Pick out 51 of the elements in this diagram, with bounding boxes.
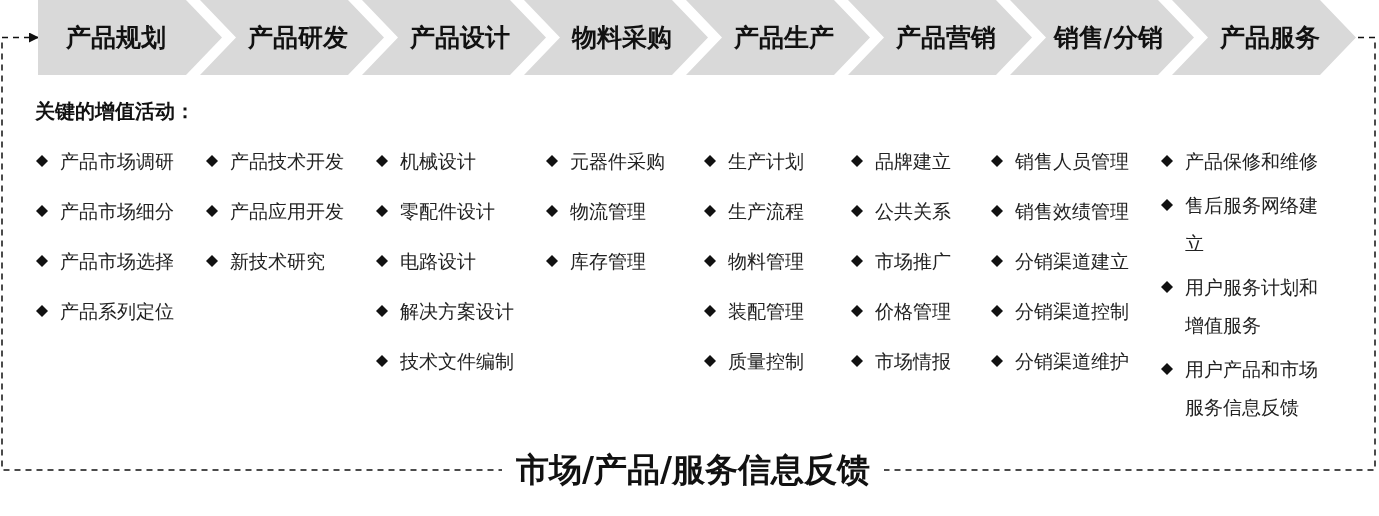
process-step bbox=[200, 0, 384, 75]
stage-title: 产品服务 bbox=[1220, 22, 1320, 54]
activity-item: 售后服务网络建立 bbox=[1160, 186, 1335, 262]
activity-item: 用户产品和市场服务信息反馈 bbox=[1160, 350, 1335, 426]
activity-item: 装配管理 bbox=[703, 292, 853, 330]
activity-item: 分销渠道维护 bbox=[990, 342, 1160, 380]
activity-item: 产品市场细分 bbox=[35, 192, 205, 230]
activity-item: 技术文件编制 bbox=[375, 342, 545, 380]
process-step bbox=[38, 0, 222, 75]
stage-title: 产品规划 bbox=[66, 22, 166, 54]
activity-item: 解决方案设计 bbox=[375, 292, 545, 330]
activity-item: 销售效绩管理 bbox=[990, 192, 1160, 230]
activity-item: 质量控制 bbox=[703, 342, 853, 380]
process-step bbox=[362, 0, 546, 75]
process-step bbox=[686, 0, 870, 75]
stage-title: 产品营销 bbox=[896, 22, 996, 54]
process-step bbox=[848, 0, 1032, 75]
process-step bbox=[524, 0, 708, 75]
activity-item: 生产计划 bbox=[703, 142, 853, 180]
activity-item: 物流管理 bbox=[545, 192, 705, 230]
section-heading: 关键的增值活动： bbox=[35, 98, 195, 125]
stage-title: 物料采购 bbox=[572, 22, 672, 54]
process-step bbox=[1172, 0, 1356, 75]
stage-title: 产品设计 bbox=[410, 22, 510, 54]
activity-item: 市场推广 bbox=[850, 242, 990, 280]
activity-item: 产品系列定位 bbox=[35, 292, 205, 330]
activity-item: 库存管理 bbox=[545, 242, 705, 280]
activity-item: 产品技术开发 bbox=[205, 142, 375, 180]
activity-item: 用户服务计划和增值服务 bbox=[1160, 268, 1335, 344]
activity-item: 分销渠道建立 bbox=[990, 242, 1160, 280]
activity-item: 分销渠道控制 bbox=[990, 292, 1160, 330]
stage-title: 产品研发 bbox=[248, 22, 348, 54]
activity-item: 产品市场选择 bbox=[35, 242, 205, 280]
activity-item: 公共关系 bbox=[850, 192, 990, 230]
activity-item: 产品应用开发 bbox=[205, 192, 375, 230]
activity-item: 机械设计 bbox=[375, 142, 545, 180]
activity-item: 电路设计 bbox=[375, 242, 545, 280]
stage-title: 产品生产 bbox=[734, 22, 834, 54]
activity-item: 销售人员管理 bbox=[990, 142, 1160, 180]
process-step bbox=[1010, 0, 1194, 75]
activity-item: 价格管理 bbox=[850, 292, 990, 330]
activity-item: 市场情报 bbox=[850, 342, 990, 380]
activity-item: 产品保修和维修 bbox=[1160, 142, 1335, 180]
activity-item: 元器件采购 bbox=[545, 142, 705, 180]
activity-item: 零配件设计 bbox=[375, 192, 545, 230]
activity-item: 品牌建立 bbox=[850, 142, 990, 180]
activity-item: 物料管理 bbox=[703, 242, 853, 280]
activity-item: 新技术研究 bbox=[205, 242, 375, 280]
activity-item: 产品市场调研 bbox=[35, 142, 205, 180]
stage-title: 销售/分销 bbox=[1053, 22, 1163, 54]
activity-item: 生产流程 bbox=[703, 192, 853, 230]
